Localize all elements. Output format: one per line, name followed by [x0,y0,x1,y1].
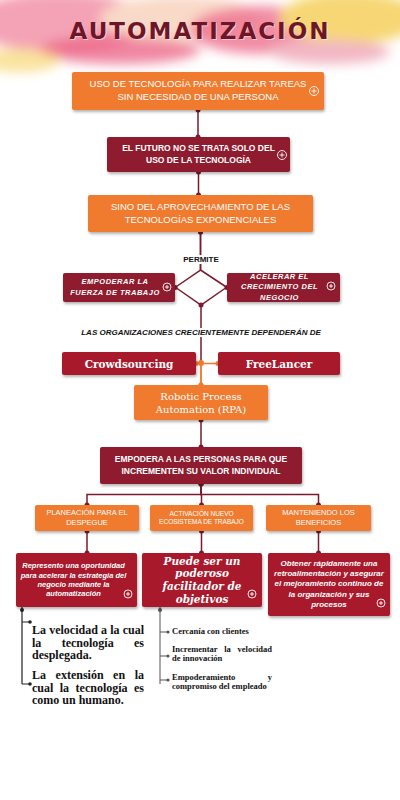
tree-dot [28,620,32,624]
node-text: PLANEACIÓN PARA EL DESPEGUE [41,508,133,528]
node-text: EMPODERA A LAS PERSONAS PARA QUE INCREME… [112,454,290,478]
process-box: EMPODERA A LAS PERSONAS PARA QUE INCREME… [100,447,302,484]
plus-icon [163,283,171,291]
merge-line [175,287,227,305]
node-text: Obtener rápidamente una retroalimentació… [274,559,384,611]
bullet-note: La extensión en la cual la tecnología es… [32,669,144,707]
connector-line [197,110,199,137]
tree-dot [166,630,169,633]
node-text: Represento una oportunidad para acelerar… [20,561,127,599]
plus-icon [248,590,256,598]
process-box: EL FUTURO NO SE TRATA SOLO DEL USO DE LA… [107,137,290,172]
bullet-tree [160,607,168,684]
node-text: USO DE TECNOLOGÍA PARA REALIZAR TAREAS S… [84,78,312,104]
node-text: FreeLancer [246,358,313,370]
node-text: Puede ser un poderoso facilitador de obj… [152,555,252,605]
node-text: Crowdsourcing [85,358,174,370]
node-text: SINO DEL APROVECHAMIENTO DE LAS TECNOLOG… [100,201,301,227]
node-text: EL FUTURO NO SE TRATA SOLO DEL USO DE LA… [119,143,278,167]
section-label: LAS ORGANIZACIONES CRECIENTEMENTE DEPEND… [79,328,323,337]
plus-icons [124,87,385,608]
node-text: Robotic Process Automation (RPA) [144,390,258,416]
connector-line [86,531,88,553]
plus-icon [377,599,385,607]
node-text: ACTIVACIÓN NUEVO ECOSISTEMA DE TRABAJO [156,510,247,527]
detail-box: Obtener rápidamente una retroalimentació… [268,553,390,616]
connector-label: PERMITE [181,255,221,264]
detail-box: Represento una oportunidad para acelerar… [16,553,137,607]
paint-blot [0,48,60,72]
plus-icon [310,87,319,96]
bullet-note: La velocidad a la cual la tecnología es … [32,624,144,662]
diagram-title: AUTOMATIZACIÓN [0,18,400,44]
detail-box: Puede ser un poderoso facilitador de obj… [142,553,262,607]
process-box: Robotic Process Automation (RPA) [134,385,268,420]
bullet-note: Cercanía con clientes [172,627,272,636]
connector-line [201,531,203,553]
bullet-note: Empoderamiento y compromiso del empleado [172,673,272,692]
plus-icon [124,590,132,598]
bullet-note: Incrementar la velocidad de innovación [172,645,272,664]
node-text: EMPODERAR LA FUERZA DE TRABAJO [69,277,161,297]
tree-dot [158,608,162,612]
watercolor-splash [0,0,400,72]
tree-dot [28,682,32,686]
plus-icon [278,151,287,160]
connector-line [198,172,200,195]
node-text: MANTENIENDO LOS BENEFICIOS [272,508,365,528]
connector-line [201,484,319,505]
connector-line [87,484,201,505]
definition-box: USO DE TECNOLOGÍA PARA REALIZAR TAREAS S… [72,72,324,110]
option-box: Crowdsourcing [62,352,196,375]
bullet-tree [22,607,30,684]
tree-dot [20,608,24,612]
phase-box: ACTIVACIÓN NUEVO ECOSISTEMA DE TRABAJO [150,505,253,531]
option-box: FreeLancer [218,352,340,375]
branch-box: ACELERAR EL CRECIMIENTO DEL NEGOCIO [227,273,340,302]
plus-icon [327,282,335,290]
tree-dot [166,678,169,681]
branch-box: EMPODERAR LA FUERZA DE TRABAJO [63,273,175,302]
phase-box: MANTENIENDO LOS BENEFICIOS [266,505,371,531]
process-box: SINO DEL APROVECHAMIENTO DE LAS TECNOLOG… [88,195,313,232]
junction-dot [199,303,204,308]
connector-line [201,364,218,386]
tree-dot [166,654,169,657]
connector-line [200,420,202,447]
node-text: ACELERAR EL CRECIMIENTO DEL NEGOCIO [233,272,326,302]
phase-box: PLANEACIÓN PARA EL DESPEGUE [35,505,139,531]
connector-line [318,531,320,553]
